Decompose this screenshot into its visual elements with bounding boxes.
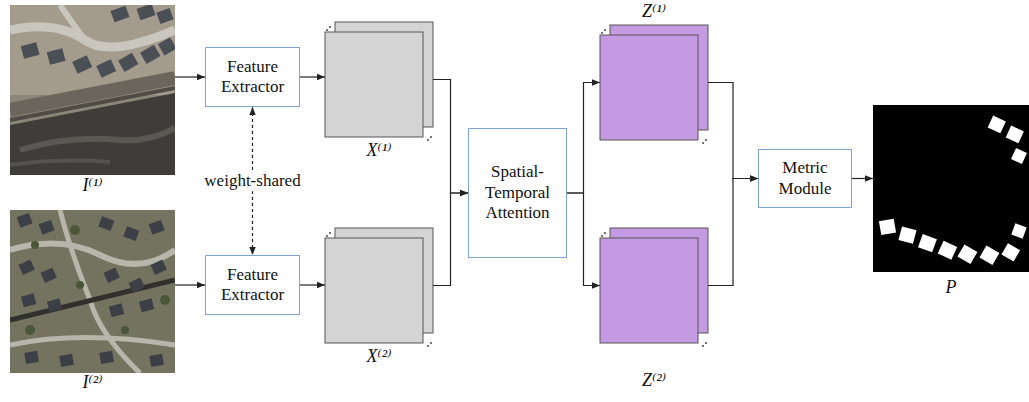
figure-area	[325, 22, 433, 137]
figure-label: X⁽¹⁾	[325, 141, 433, 161]
box-label: Feature Extractor	[212, 57, 293, 98]
figure-label: I⁽¹⁾	[10, 176, 175, 196]
corner-dots	[326, 26, 707, 347]
process-box: Feature Extractor	[205, 47, 300, 107]
arrow-connector	[433, 80, 468, 194]
figure-label: Z⁽¹⁾	[600, 2, 708, 22]
arrow-connector	[175, 76, 205, 77]
feature-map: X⁽²⁾	[325, 228, 433, 367]
box-label: Metric Module	[765, 158, 845, 199]
input-image: I⁽¹⁾	[10, 5, 175, 196]
box-label: Spatial-Temporal Attention	[475, 162, 560, 223]
figure-area	[873, 105, 1029, 272]
change-map	[873, 105, 1029, 272]
arrow-connector	[175, 284, 205, 285]
figure-area	[325, 228, 433, 343]
change-map: P	[873, 105, 1029, 298]
feature-map: Z⁽²⁾	[600, 228, 708, 391]
arrow-connector	[708, 179, 758, 286]
arrow-connector	[567, 83, 600, 194]
input-image: I⁽²⁾	[10, 210, 175, 393]
figure-area	[10, 5, 175, 175]
figure-label: P	[873, 278, 1029, 298]
figure-label: I⁽²⁾	[10, 373, 175, 393]
figure-label: Z⁽²⁾	[600, 371, 708, 391]
arrow-connector	[852, 178, 873, 179]
box-label: Feature Extractor	[212, 265, 293, 306]
arrow-connector	[433, 193, 468, 286]
attention-box: Spatial-Temporal Attention	[468, 128, 567, 258]
arrow-connector	[567, 193, 600, 286]
feature-map-stack	[325, 22, 708, 343]
feature-map: Z⁽¹⁾	[600, 2, 708, 140]
arrow-connector	[300, 76, 325, 77]
figure-area	[10, 210, 175, 373]
arrow-connector	[708, 83, 758, 179]
figure-label: X⁽²⁾	[325, 347, 433, 367]
aerial-photo	[10, 5, 175, 175]
arrow-connector	[300, 284, 325, 285]
process-box: Metric Module	[758, 149, 852, 208]
edge-label: weight-shared	[201, 171, 303, 191]
feature-map: X⁽¹⁾	[325, 22, 433, 161]
aerial-photo	[10, 210, 175, 373]
process-box: Feature Extractor	[205, 255, 300, 315]
figure-area	[600, 228, 708, 343]
figure-area	[600, 25, 708, 140]
